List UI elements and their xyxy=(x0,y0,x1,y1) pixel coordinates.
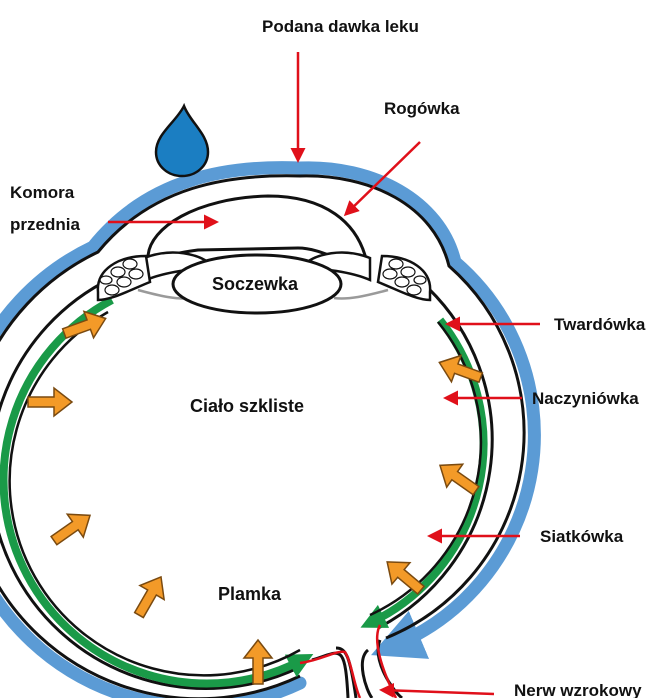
label-anterior-chamber-line1: Komora xyxy=(10,183,75,202)
label-anterior-chamber-line2: przednia xyxy=(10,215,80,234)
labels: Podana dawka leku Rogówka Komora przedni… xyxy=(10,17,646,698)
label-sclera: Twardówka xyxy=(554,315,646,334)
arrow-icon xyxy=(378,551,430,601)
anterior-segment xyxy=(98,196,430,313)
label-retina: Siatkówka xyxy=(540,527,624,546)
arrow-icon xyxy=(46,504,98,552)
label-lens: Soczewka xyxy=(212,274,299,294)
retina-outline xyxy=(10,312,481,675)
arrow-icon xyxy=(60,305,111,346)
optic-nerve xyxy=(300,625,402,698)
drop-icon xyxy=(156,106,208,176)
label-dose: Podana dawka leku xyxy=(262,17,419,36)
choroid-band-left xyxy=(4,300,302,683)
label-macula: Plamka xyxy=(218,584,282,604)
label-vitreous: Ciało szkliste xyxy=(190,396,304,416)
arrow-icon xyxy=(127,570,173,622)
label-choroid: Naczyniówka xyxy=(532,389,639,408)
label-optic-nerve: Nerw wzrokowy xyxy=(514,681,642,698)
choroid-band-right xyxy=(372,320,484,622)
arrow-icon xyxy=(28,388,72,416)
label-cornea: Rogówka xyxy=(384,99,460,118)
